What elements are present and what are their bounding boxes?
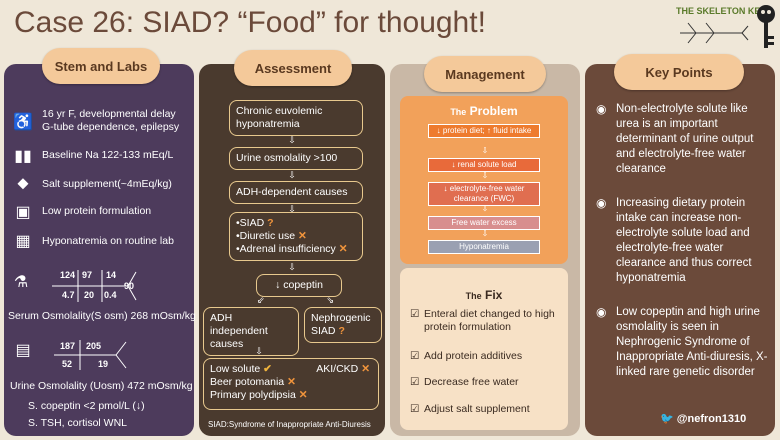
cross-icon: ✕ (298, 230, 307, 242)
problem-panel: The Problem ↓ protein diet; ↑ fluid inta… (400, 96, 568, 264)
bullet-icon: ◉ (596, 196, 607, 210)
key-point-2: ◉Increasing dietary protein intake can i… (596, 196, 752, 284)
problem-step-2: ↓ renal solute load (428, 158, 540, 172)
arrow-down-icon: ⇩ (288, 262, 296, 272)
lab-bun: 14 (106, 270, 117, 280)
question-icon: ? (267, 217, 274, 229)
stem-salt: Salt supplement(~4mEq/kg) (42, 178, 172, 190)
serum-osmolality: Serum Osmolality(S osm) 268 mOsm/kg (8, 310, 196, 322)
assessment-column (199, 64, 385, 436)
arrow-split-icon: ⇙⇘ (257, 295, 335, 305)
stem-baseline: Baseline Na 122-133 mEq/L (42, 149, 174, 161)
assess-footer: SIAD:Syndrome of Inappropriate Anti-Diur… (208, 420, 371, 429)
cross-icon: ✕ (338, 243, 348, 255)
management-header: Management (424, 56, 546, 92)
arrow-down-icon: ⇩ (255, 346, 263, 356)
key-point-3: ◉Low copeptin and high urine osmolality … (596, 305, 768, 378)
problem-step-5: Hyponatremia (428, 240, 540, 254)
fishbone-figure-icon (680, 22, 749, 44)
fix-panel: The Fix ☑Enteral diet changed to high pr… (400, 268, 568, 430)
arrow-down-icon: ⇩ (288, 204, 296, 214)
check-icon: ✔ (263, 363, 272, 375)
lab-k: 4.7 (62, 290, 75, 300)
arrow-down-icon: ⇩ (481, 204, 489, 213)
problem-title: The Problem (450, 104, 518, 118)
page-title: Case 26: SIAD? “Food” for thought! (14, 6, 486, 39)
key-points-header: Key Points (614, 54, 744, 90)
assess-low-solute-box: Low solute ✔AKI/CKD ✕ Beer potomania ✕ P… (203, 358, 379, 410)
assessment-header: Assessment (234, 50, 352, 86)
key-points-column (585, 64, 775, 436)
copeptin: S. copeptin <2 pmol/L (↓) (28, 400, 145, 412)
problem-step-4: Free water excess (428, 216, 540, 230)
fix-item-1: ☑Enteral diet changed to high protein fo… (410, 308, 555, 333)
bullet-icon: ◉ (596, 102, 607, 116)
cross-icon: ✕ (287, 376, 296, 388)
fix-title: The Fix (465, 288, 503, 302)
checkbox-icon: ☑ (410, 403, 420, 415)
cross-icon: ✕ (298, 389, 308, 401)
urine-osmolality: Urine Osmolality (Uosm) 472 mOsm/kg (10, 380, 193, 392)
urine-cr: 19 (98, 359, 109, 369)
stem-protein: Low protein formulation (42, 205, 152, 217)
stem-header: Stem and Labs (42, 48, 160, 84)
twitter-handle[interactable]: 🐦 @nefron1310 (660, 413, 747, 425)
arrow-down-icon: ⇩ (288, 170, 296, 180)
arrow-down-icon: ⇩ (481, 171, 489, 180)
stem-hyponatremia: Hyponatremia on routine lab (42, 235, 174, 247)
arrow-down-icon: ⇩ (481, 146, 489, 155)
checkbox-icon: ☑ (410, 308, 420, 320)
assess-copeptin: ↓ copeptin (256, 274, 342, 297)
stem-demographics: 16 yr F, developmental delay G-tube depe… (42, 108, 180, 133)
urine-k: 52 (62, 359, 73, 369)
urine-na: 187 (60, 341, 76, 351)
lab-glucose: 90 (124, 281, 135, 291)
fix-item-3: ☑Decrease free water (410, 376, 519, 388)
assess-nephrogenic: Nephrogenic SIAD ? (304, 307, 382, 343)
assess-chronic: Chronic euvolemic hyponatremia (229, 100, 363, 136)
skeleton-key-icon (757, 5, 775, 48)
checkbox-icon: ☑ (410, 376, 420, 388)
bar-chart-icon: ▮▮ (14, 148, 32, 165)
bullet-icon: ◉ (596, 305, 607, 319)
salt-icon: ⬥ (17, 175, 29, 192)
twitter-icon: 🐦 (660, 413, 674, 425)
tsh-cortisol: S. TSH, cortisol WNL (28, 417, 127, 429)
assess-adh-dependent: ADH-dependent causes (229, 181, 363, 204)
brand-label: THE SKELETON KEY (676, 6, 767, 16)
lab-hco3: 20 (84, 290, 95, 300)
stem-column (4, 64, 194, 436)
problem-step-3: ↓ electrolyte-free water clearance (FWC) (428, 182, 540, 206)
urine-lab-grid (54, 340, 127, 370)
formula-icon: ▣ (15, 204, 31, 221)
wheelchair-icon: ♿ (13, 114, 33, 131)
question-icon: ? (338, 325, 345, 337)
key-point-1: ◉Non-electrolyte solute like urea is an … (596, 102, 754, 175)
checkbox-icon: ☑ (410, 350, 420, 362)
cross-icon: ✕ (361, 363, 370, 375)
fix-item-2: ☑Add protein additives (410, 350, 523, 362)
test-tube-icon: ⚗ (13, 274, 29, 291)
urine-cl: 205 (86, 341, 102, 351)
urine-icon: ▤ (15, 342, 31, 359)
arrow-down-icon: ⇩ (481, 229, 489, 238)
lab-cl: 97 (82, 270, 93, 280)
assess-uosm: Urine osmolality >100 (229, 147, 363, 170)
lab-cr: 0.4 (104, 290, 117, 300)
arrow-down-icon: ⇩ (288, 135, 296, 145)
assess-adh-list: •SIAD ? •Diuretic use ✕ •Adrenal insuffi… (229, 212, 363, 261)
assess-adh-independent: ADH independent causes (203, 307, 299, 356)
hospital-icon: ▦ (15, 233, 31, 250)
serum-lab-grid (52, 270, 137, 302)
lab-na: 124 (60, 270, 76, 280)
problem-step-1: ↓ protein diet; ↑ fluid intake (428, 124, 540, 138)
fix-item-4: ☑Adjust salt supplement (410, 403, 530, 415)
